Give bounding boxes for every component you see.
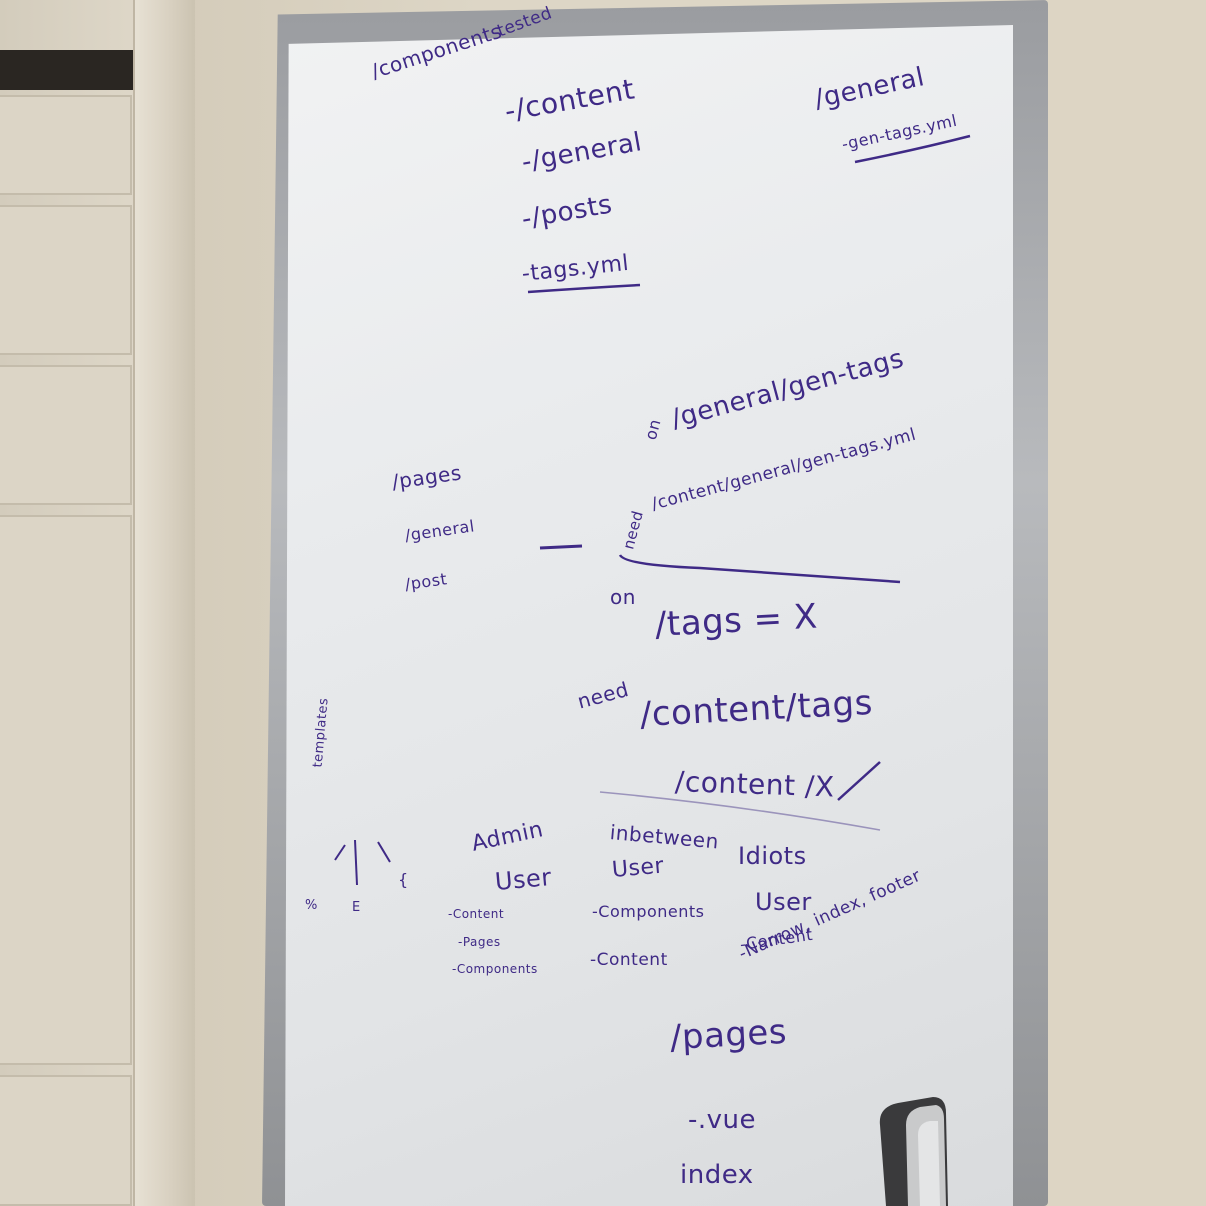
tags-line: /tags = X (653, 596, 819, 645)
door-frame-trim (133, 0, 195, 1206)
underline-need-path (618, 554, 901, 584)
side-mark: % (305, 898, 318, 913)
door-panel (0, 515, 132, 1065)
admin-item: -Components (452, 962, 538, 976)
on-label-2: on (610, 585, 636, 609)
vue-item: -.vue (688, 1105, 757, 1135)
content-x: /content /X (674, 765, 836, 804)
divider-stroke (599, 791, 881, 831)
inbetween-item: -Content (590, 950, 668, 970)
side-mark: E (352, 900, 361, 915)
door-panel (0, 365, 132, 505)
door-gap-shadow (0, 50, 135, 90)
admin-item: -Pages (458, 935, 501, 949)
closet-door (0, 0, 140, 1206)
idiots-sub: User (755, 888, 812, 916)
eraser-icon (879, 1097, 948, 1206)
underline-tags-yml (527, 283, 641, 294)
arrow-stroke (539, 544, 583, 550)
pages-root: /pages (668, 1011, 788, 1058)
side-mark: { (398, 870, 409, 889)
admin-item: -Content (448, 907, 505, 921)
inbetween-item: -Components (592, 902, 705, 921)
door-panel (0, 95, 132, 195)
whiteboard-surface (285, 25, 1013, 1206)
underline-gen-tags (854, 134, 971, 164)
inbetween-sub: User (610, 853, 666, 883)
tree-strokes (334, 839, 391, 886)
slash-stroke (837, 761, 881, 801)
index-item: index (680, 1160, 754, 1190)
idiots-title: Idiots (738, 842, 807, 870)
admin-sub: User (493, 863, 553, 896)
door-panel (0, 205, 132, 355)
door-panel (0, 1075, 132, 1206)
